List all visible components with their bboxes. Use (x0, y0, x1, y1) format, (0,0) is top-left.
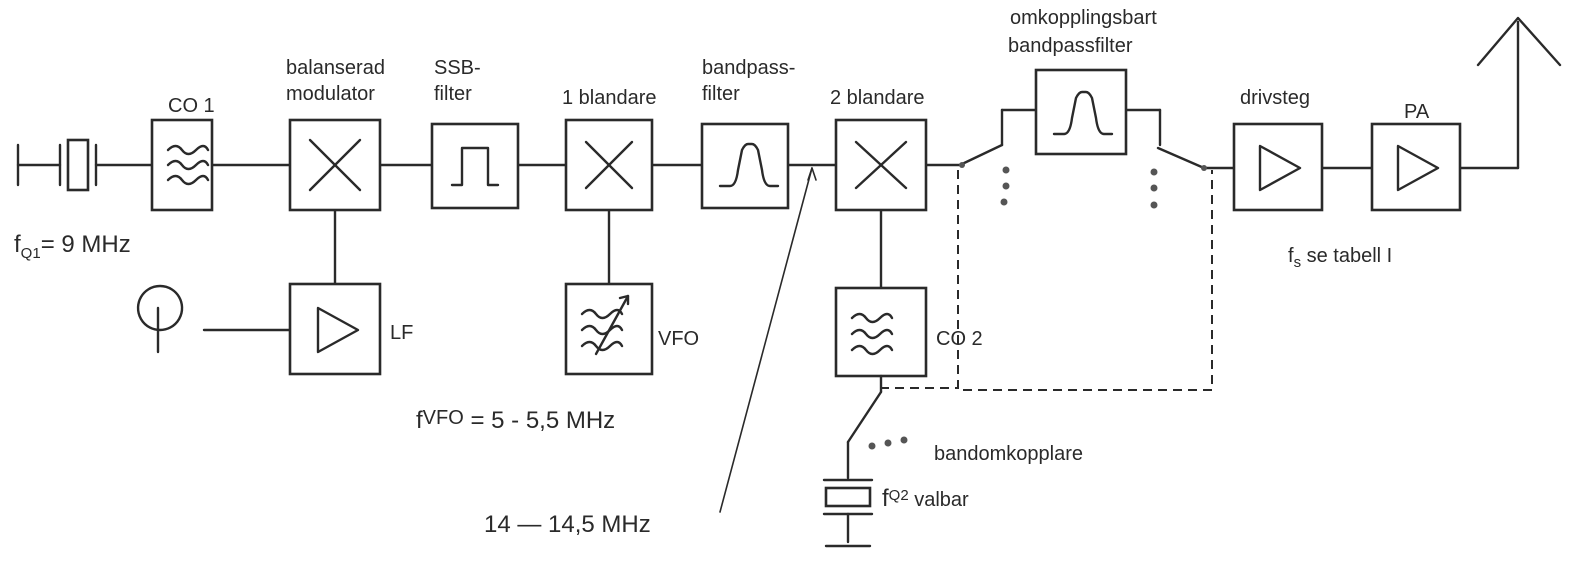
co2-block: CO 2 (834, 286, 983, 378)
crystal-q2-symbol (822, 478, 874, 548)
crystal-oscillator-symbol (16, 138, 154, 192)
balanced-modulator-label-2: modulator (286, 83, 375, 105)
mixer1-label: 1 blandare (562, 87, 657, 109)
pa-label: PA (1404, 101, 1430, 123)
switchable-bandpass-label-1: omkopplingsbart (1010, 7, 1157, 29)
fs-annotation: fs se tabell I (1288, 245, 1392, 271)
mixer2-block: 2 blandare (830, 87, 928, 212)
switchable-bandpass-label-2: bandpassfilter (1008, 35, 1133, 57)
switchable-bandpass-block: omkopplingsbart bandpassfilter (1008, 7, 1157, 156)
bandpass-filter-label-2: filter (702, 83, 740, 105)
switch-contacts-left (959, 162, 1010, 206)
lf-amplifier-block: LF (288, 282, 413, 376)
vfo-label: VFO (658, 328, 699, 350)
switch-contacts-right (1150, 165, 1207, 209)
ssb-filter-block: SSB- filter (430, 57, 520, 210)
microphone-symbol (136, 284, 292, 354)
ssb-filter-label-1: SSB- (434, 57, 481, 79)
co2-label: CO 2 (936, 328, 983, 350)
bandpass-filter-block: bandpass- filter (700, 57, 795, 210)
co1-block: CO 1 (150, 95, 215, 212)
driver-label: drivsteg (1240, 87, 1310, 109)
balanced-modulator-block: balanserad modulator (286, 57, 385, 212)
band-switch-symbol (846, 374, 908, 480)
ganged-switch-link (957, 170, 1213, 391)
bandpass-filter-label-1: bandpass- (702, 57, 795, 79)
ssb-filter-label-2: filter (434, 83, 472, 105)
mid-frequency-pointer (719, 167, 813, 513)
co1-label: CO 1 (168, 95, 215, 117)
fq1-annotation: fQ1= 9 MHz (14, 231, 131, 262)
mixer1-block: 1 blandare (562, 87, 657, 212)
balanced-modulator-label-1: balanserad (286, 57, 385, 79)
signal-path (210, 16, 1562, 170)
driver-block: drivsteg (1232, 87, 1324, 212)
lf-label: LF (390, 322, 413, 344)
band-switch-label: bandomkopplare (934, 443, 1083, 465)
fq2-annotation: fQ2 valbar (882, 485, 969, 512)
vfo-block: VFO (564, 282, 699, 376)
mixer2-label: 2 blandare (830, 87, 925, 109)
mid-frequency-annotation: 14 — 14,5 MHz (484, 511, 651, 538)
pa-block: PA (1370, 101, 1462, 212)
fvfo-annotation: fVFO = 5 - 5,5 MHz (416, 407, 615, 434)
